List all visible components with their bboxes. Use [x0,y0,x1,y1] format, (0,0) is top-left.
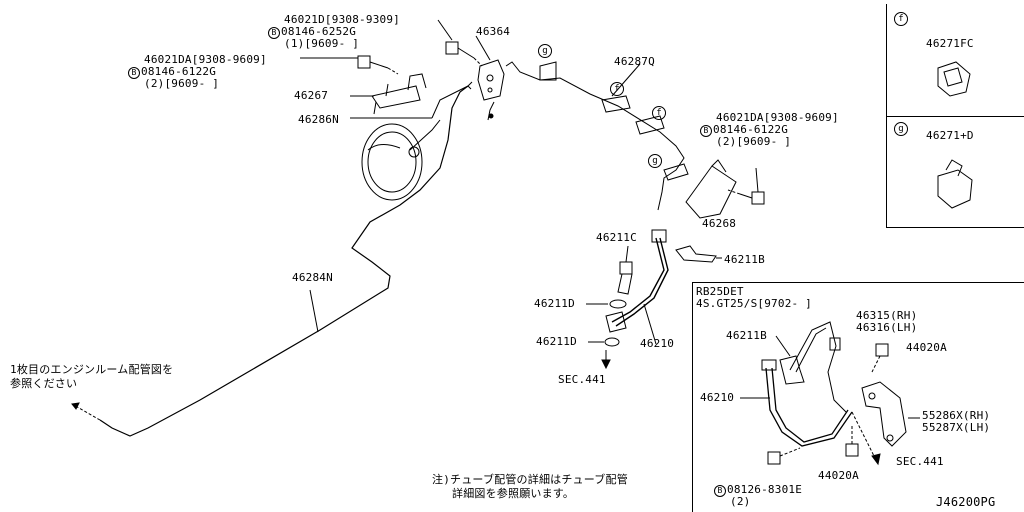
rb-bolt-44020A-bot [845,426,859,457]
washer-46211D-b [604,337,620,347]
clip-f-b [635,115,665,135]
rb-hose-46210 [761,359,853,447]
rb-title-line2: 4S.GT25/S[9702- ] [696,297,812,310]
inset-g-callout: g [894,122,908,136]
rb-part-label-55286X: 55286X(RH) [922,409,991,422]
rb-tube-46315 [789,321,847,413]
callout-b-icon: B [268,27,280,39]
callout-f-a: f [610,82,624,96]
part-label-46021DA-a: 46021DA[9308-9609] [144,53,267,66]
leader-rb-46211B [775,335,791,357]
rb-title-line1: RB25DET [696,285,744,298]
leader-46284N [309,289,319,333]
part-label-46271D: 46271+D [926,129,974,142]
block-46364 [477,59,505,101]
arrow-sec441-head [601,359,611,370]
rb-arrow-line [851,411,877,461]
clip-g-bot [663,163,689,181]
clip-46271D [937,159,973,209]
part-label-46211D-b: 46211D [536,335,577,348]
leader-46210 [643,303,657,345]
rb-bolt-44020A-top [871,343,889,373]
clip-g-top [539,61,557,81]
bracket-46267 [371,73,427,115]
engine-room-note-line1: 1枚目のエンジンルーム配管図を [10,363,174,376]
rb-bolt-08126 [767,447,801,465]
part-label-08146-6252G-qty: (1)[9609- ] [284,37,360,50]
tube-46287Q [505,61,685,211]
clip-f-a [601,95,631,113]
part-label-08146-6122G-a-qty: (2)[9609- ] [144,77,220,90]
rb-part-label-44020A-top: 44020A [906,341,947,354]
inset-panel-g [886,116,1024,228]
bolt-46021D [445,41,483,67]
part-label-46268: 46268 [702,217,737,230]
rb-part-label-46211B: 46211B [726,329,767,342]
part-label-08146-6122G-b-qty: (2)[9609- ] [716,135,792,148]
tube-46286N [431,85,469,119]
part-label-46211C: 46211C [596,231,637,244]
tube-detail-note-line1: 注)チューブ配管の詳細はチューブ配管 [432,473,628,486]
callout-g-bot: g [648,154,662,168]
inset-panel-rb25det [692,282,1024,512]
callout-g-top: g [538,44,552,58]
part-label-46211D-a: 46211D [534,297,575,310]
washer-46211D-a [609,299,627,309]
part-label-46211B: 46211B [724,253,765,266]
rb-clip-46211B [779,355,805,385]
part-label-46287Q: 46287Q [614,55,655,68]
leader-46364 [475,35,491,61]
bolt-46021DA-b [727,189,765,205]
brake-hose-46210 [605,229,669,333]
part-label-46210: 46210 [640,337,675,350]
tube-fitting [467,81,473,90]
rb-part-label-08126-qty: (2) [730,495,751,508]
part-label-46286N: 46286N [298,113,339,126]
bracket-46268 [685,159,737,219]
callout-b-icon: B [714,485,726,497]
rb-part-label-46315: 46315(RH) [856,309,918,322]
rb-arrow-sec441 [871,453,881,466]
callout-b-icon: B [700,125,712,137]
arrow-to-engine-room [71,402,80,410]
leader-46211C [625,245,629,263]
part-label-46284N: 46284N [292,271,333,284]
part-label-46267: 46267 [294,89,329,102]
part-label-46364: 46364 [476,25,511,38]
brake-booster [361,119,441,201]
brake-tube-46284N [99,85,469,437]
bolt-46021DA-a [357,55,399,75]
leader-46021D [437,19,453,41]
sec-441-reference: SEC.441 [558,373,606,386]
callout-f-b: f [652,106,666,120]
rb-part-label-46316: 46316(LH) [856,321,918,334]
rb-sec-441-reference: SEC.441 [896,455,944,468]
part-label-46271FC: 46271FC [926,37,974,50]
banjo-bolt-46211C [617,261,633,295]
rb-part-label-44020A-bot: 44020A [818,469,859,482]
inset-f-callout: f [894,12,908,26]
rb-part-label-46210: 46210 [700,391,735,404]
leader-46021DA-b [755,167,759,193]
tube-nut [488,113,494,119]
part-label-46021DA-b: 46021DA[9308-9609] [716,111,839,124]
engine-room-note-line2: 参照ください [10,377,78,390]
tube-detail-note-line2: 詳細図を参照願います。 [452,487,575,500]
diagram-code: J46200PG [936,495,996,509]
clip-46211B [675,245,717,263]
clip-46271FC [937,61,971,97]
callout-b-icon: B [128,67,140,79]
rb-bracket-55286X [861,381,907,447]
part-label-46021D: 46021D[9308-9309] [284,13,400,26]
rb-part-label-55287X: 55287X(LH) [922,421,991,434]
